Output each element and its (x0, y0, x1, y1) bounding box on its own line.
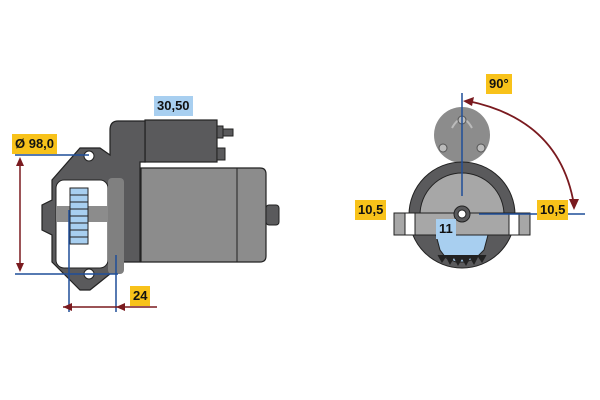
motor-body (140, 167, 267, 263)
solenoid (144, 119, 218, 163)
solenoid-dimension-label: 30,50 (154, 96, 193, 116)
flange-offset-label: 24 (130, 286, 151, 306)
front-view (393, 93, 585, 269)
side-view (15, 119, 280, 312)
pinion-gear (69, 187, 89, 245)
angle-label: 90° (486, 74, 512, 94)
diameter-dimension-label: Ø 98,0 (12, 134, 58, 154)
mounting-hole-top (83, 150, 95, 162)
teeth-count-label: 11 (436, 219, 456, 239)
left-offset-label: 10,5 (355, 200, 387, 220)
right-offset-label: 10,5 (537, 200, 569, 220)
